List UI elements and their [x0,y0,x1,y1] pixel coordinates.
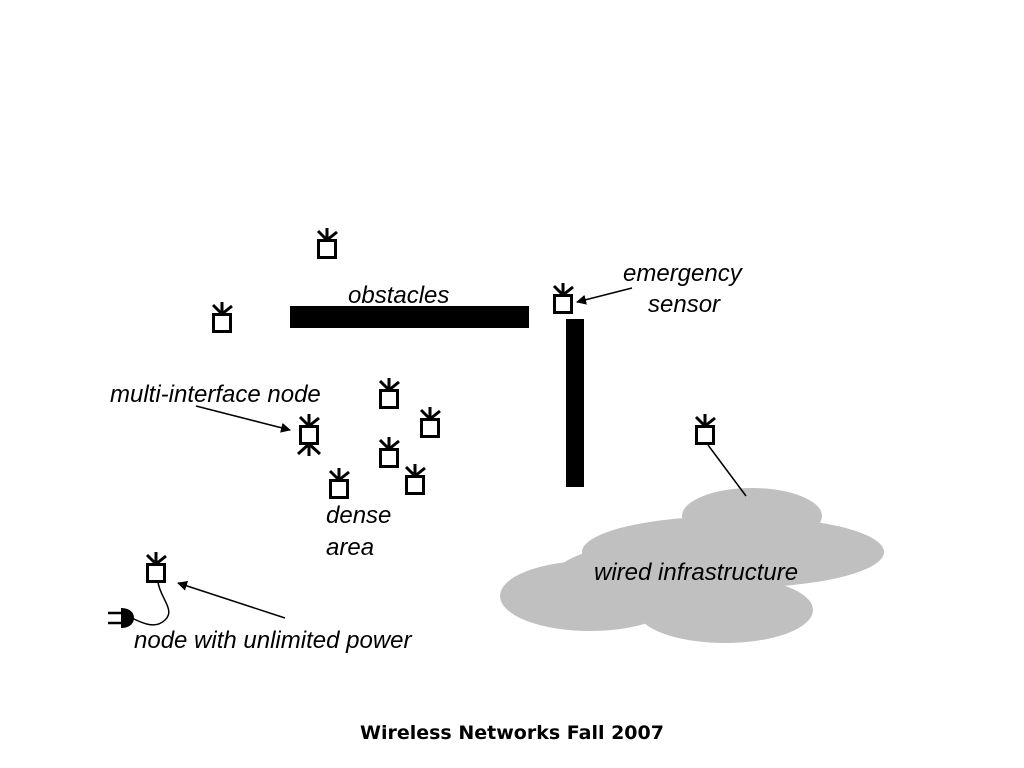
antenna-node-icon [404,462,427,495]
unlimited-power-node-icon [145,550,168,583]
antenna-node-icon [419,405,442,438]
dense-area-label-line1: dense [326,502,391,529]
unlimited-power-arrow [177,581,286,619]
emergency-sensor-label-line1: emergency [623,260,744,287]
slide-footer: Wireless Networks Fall 2007 [360,722,664,744]
wired-infrastructure-cloud [500,488,884,643]
multi-interface-node-label: multi-interface node [110,381,321,408]
antenna-node-icon [316,226,339,259]
antenna-node-icon [378,376,401,409]
dense-area-label-line2: area [326,534,374,561]
antenna-node-icon [378,435,401,468]
multi-interface-node-icon [298,412,321,445]
power-cord [131,581,170,626]
power-plug-icon [108,608,134,628]
emergency-sensor-arrow [576,287,633,305]
multi-interface-lower-antenna-icon [296,442,322,456]
emergency-sensor-label-line2: sensor [648,291,721,318]
obstacle-horizontal [290,306,529,328]
obstacles-label: obstacles [348,282,449,309]
obstacle-vertical [566,319,584,487]
emergency-sensor-node-icon [552,281,575,314]
unlimited-power-label: node with unlimited power [134,627,412,654]
antenna-node-icon [211,300,234,333]
antenna-node-icon [328,466,351,499]
wired-infrastructure-label: wired infrastructure [594,559,798,586]
wired-node-icon [694,412,717,445]
wired-link-line [707,444,747,497]
multi-interface-arrow [195,405,291,433]
